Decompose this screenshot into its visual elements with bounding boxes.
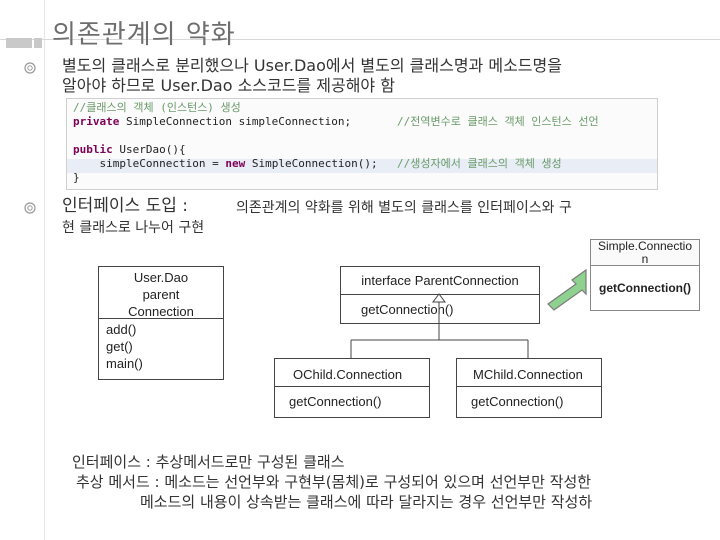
bullet1-line1: 별도의 클래스로 분리했으나 User.Dao에서 별도의 클래스명과 메소드명… (62, 56, 562, 75)
code-highlight (67, 159, 657, 173)
mchild-box: MChild.Connection (456, 358, 602, 388)
code-keyword: private (73, 115, 120, 128)
code-line-4-text: UserDao(){ (119, 143, 186, 156)
corner-block (6, 38, 32, 48)
userdao-name: User.Dao (133, 270, 189, 285)
simpleconnection-name: Simple.Connectio (597, 239, 693, 253)
simpleconnection-method: getConnection() (599, 281, 691, 295)
note-abstract-method: 추상 메서드 : 메소드는 선언부와 구현부(몸체)로 구성되어 있으며 선언부… (76, 473, 592, 491)
code-line-2: private SimpleConnection simpleConnectio… (73, 115, 351, 128)
userdao-field-1: parent (142, 287, 180, 302)
title-divider (0, 39, 720, 40)
simpleconnection-box: Simple.Connectio n (590, 239, 700, 267)
simpleconnection-name-end: n (641, 252, 649, 266)
code-keyword: new (225, 157, 246, 170)
userdao-field-2: Connection (128, 304, 194, 319)
ochild-box: OChild.Connection (274, 358, 430, 388)
bullet-gear-icon (24, 62, 36, 74)
code-line-2-text: SimpleConnection simpleConnection; (125, 115, 352, 128)
userdao-method-get: get() (106, 339, 133, 354)
userdao-method-add: add() (106, 322, 137, 337)
code-line-6: } (73, 171, 80, 184)
bullet2-line2: 현 클래스로 나누어 구현 (62, 220, 205, 236)
userdao-methods-box: add() get() main() (98, 318, 224, 380)
code-line-5-text2: SimpleConnection(); (251, 157, 378, 170)
note-abstract-detail: 메소드의 내용이 상속받는 클래스에 따라 달라지는 경우 선언부만 작성하 (140, 493, 593, 511)
arrow-icon (547, 268, 587, 311)
code-comment-5: //생성자에서 클래스의 객체 생성 (397, 157, 562, 170)
corner-block-small (34, 38, 42, 48)
code-line-5-text: simpleConnection = (99, 157, 226, 170)
code-keyword: public (73, 143, 113, 156)
note-interface: 인터페이스 : 추상메서드로만 구성된 클래스 (72, 453, 345, 471)
interface-box: interface ParentConnection (340, 266, 540, 296)
vertical-guide-line (44, 0, 45, 540)
code-line-1: //클래스의 객체 (인스턴스) 생성 (73, 101, 241, 114)
bullet1-line2: 알아야 하므로 User.Dao 소스코드를 제공해야 함 (62, 76, 395, 95)
code-snippet: //클래스의 객체 (인스턴스) 생성 private SimpleConnec… (66, 98, 658, 190)
mchild-method-box: getConnection() (456, 386, 602, 418)
inheritance-triangle (432, 293, 446, 303)
interface-name: interface ParentConnection (361, 273, 519, 288)
simpleconnection-method-box: getConnection() (590, 265, 700, 311)
userdao-method-main: main() (106, 356, 143, 371)
interface-method: getConnection() (361, 302, 454, 317)
ochild-method-box: getConnection() (274, 386, 430, 418)
code-comment-2: //전역변수로 클래스 객체 인스턴스 선언 (397, 115, 599, 128)
mchild-method: getConnection() (471, 394, 564, 409)
page-title: 의존관계의 약화 (52, 20, 236, 50)
code-line-5: simpleConnection = new SimpleConnection(… (73, 157, 378, 170)
userdao-class-box: User.Dao parent Connection (98, 266, 224, 320)
mchild-name: MChild.Connection (473, 367, 583, 382)
bullet2-line1: 의존관계의 약화를 위해 별도의 클래스를 인터페이스와 구 (236, 200, 572, 216)
code-line-4: public UserDao(){ (73, 143, 186, 156)
bullet-gear-icon (24, 202, 36, 214)
bullet2-lead: 인터페이스 도입 : (62, 196, 189, 216)
ochild-method: getConnection() (289, 394, 382, 409)
ochild-name: OChild.Connection (293, 367, 403, 382)
